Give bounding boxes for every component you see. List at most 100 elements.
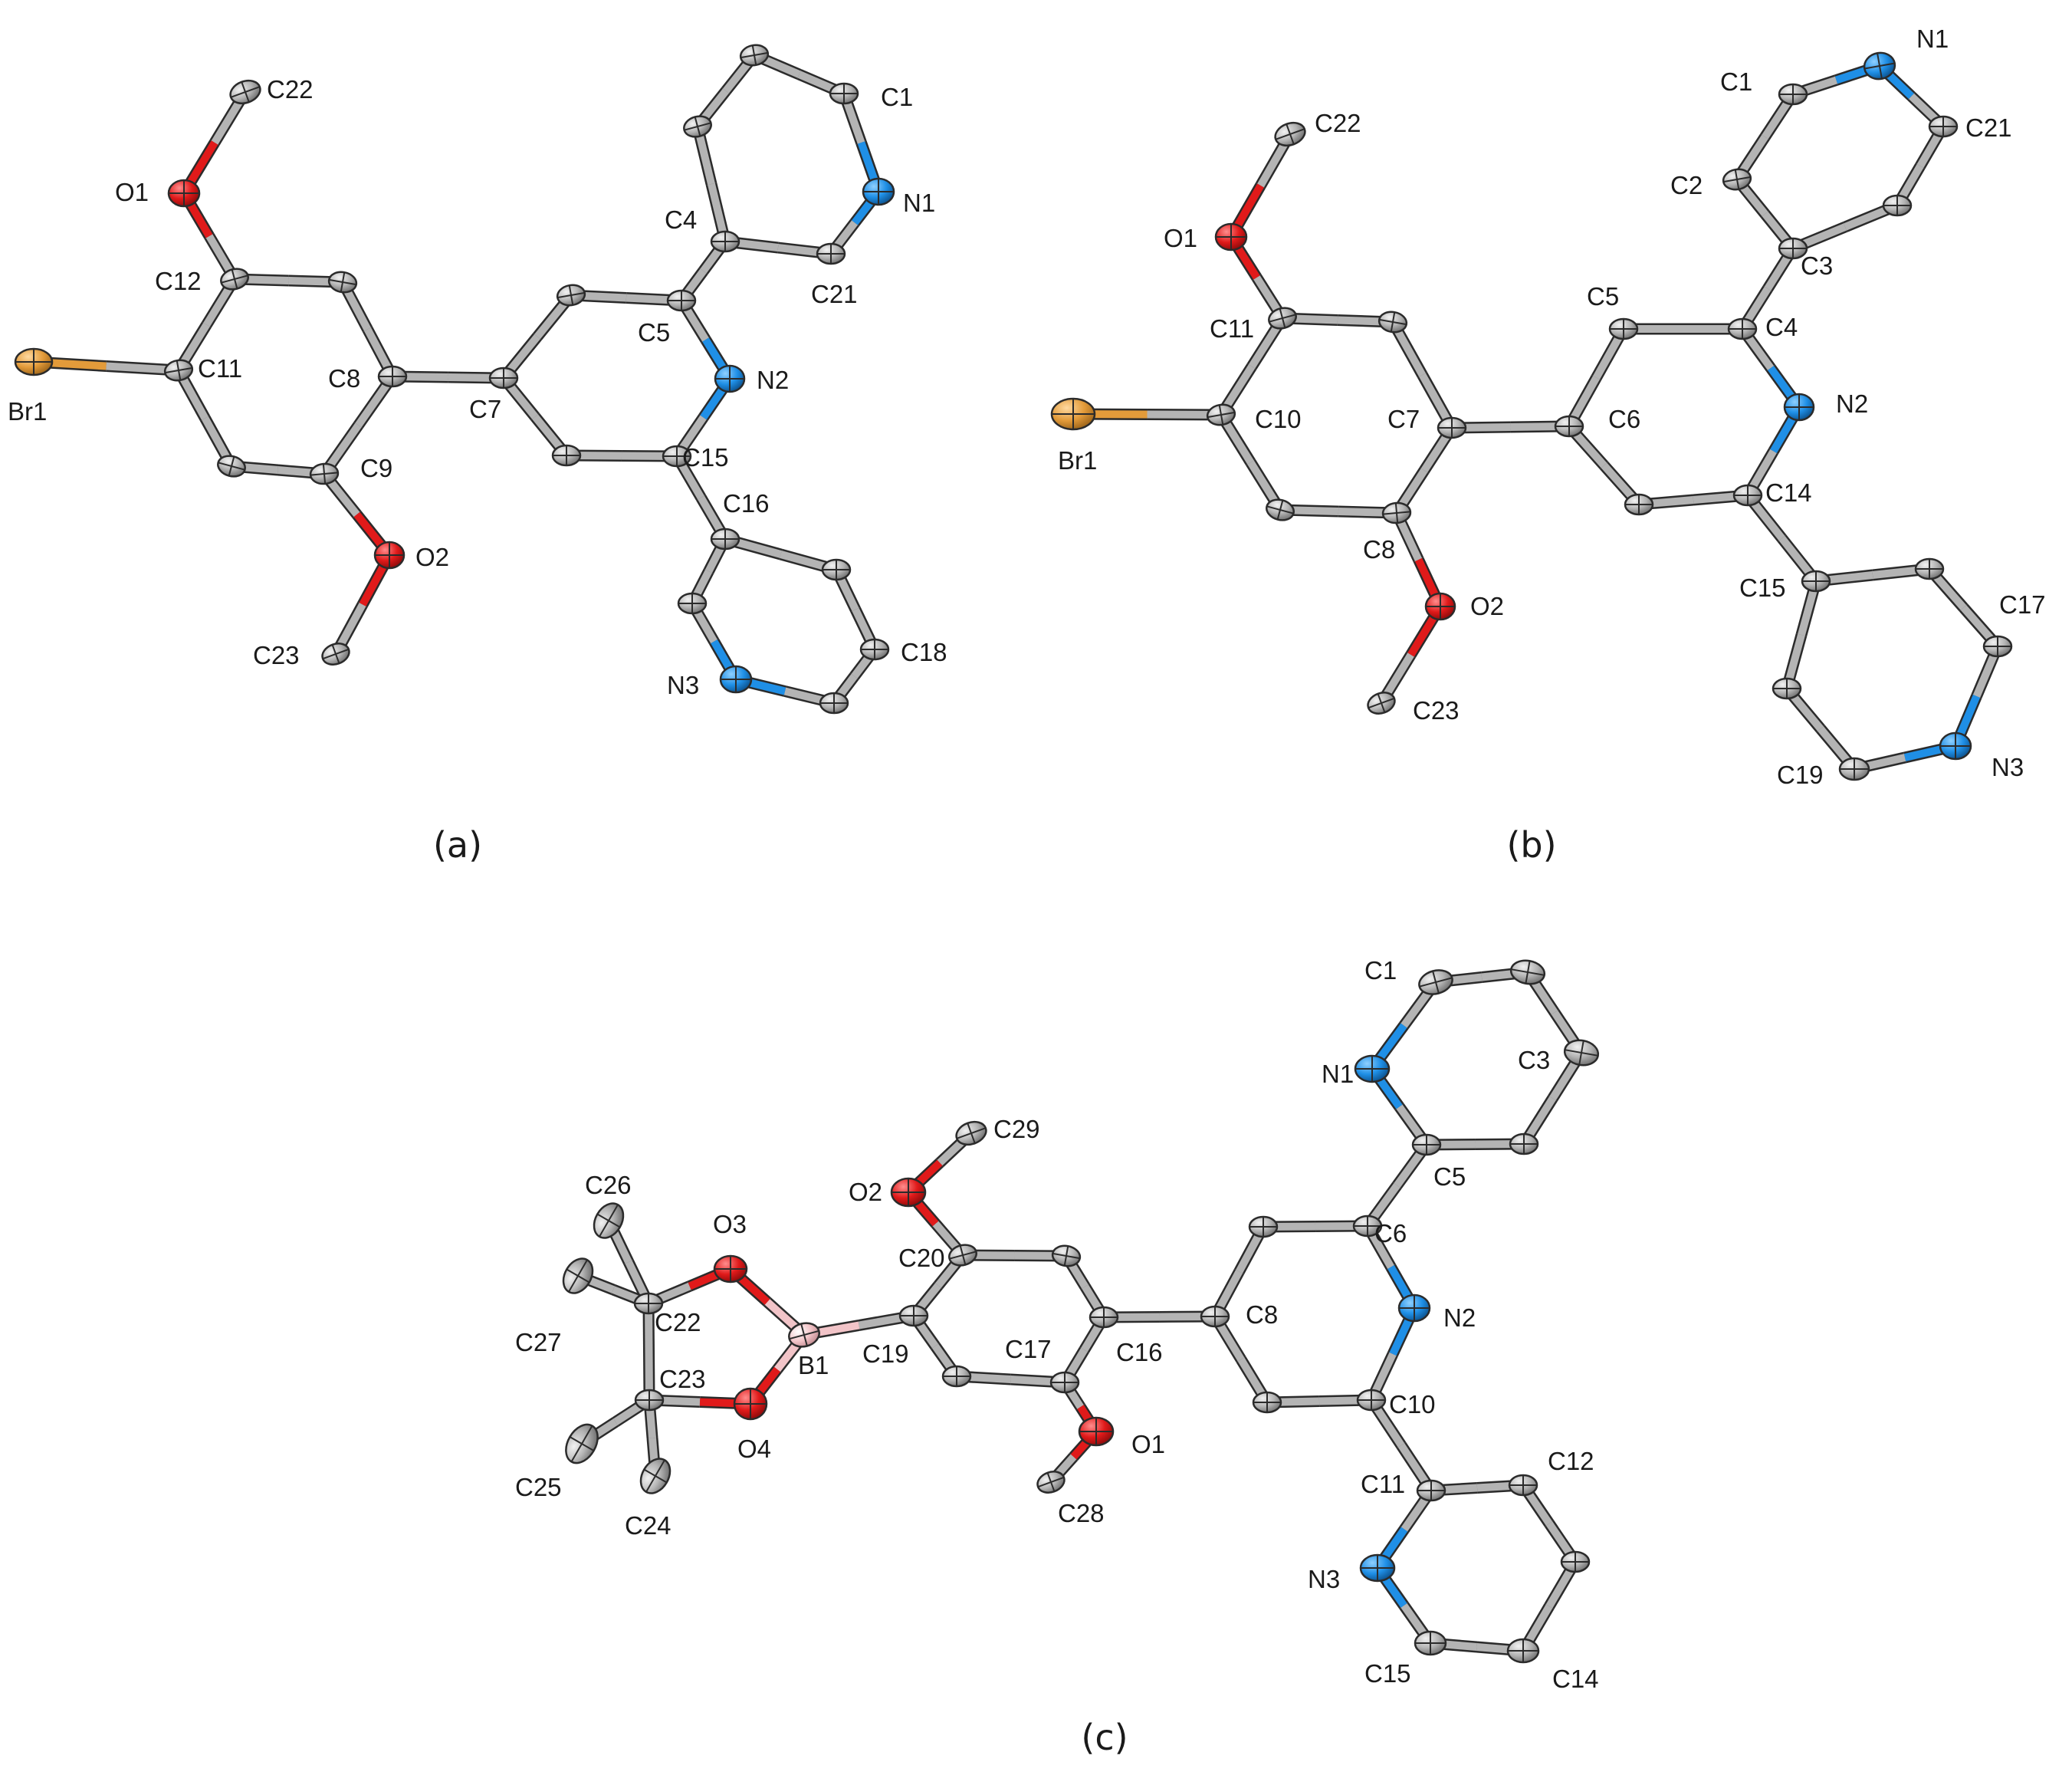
atom-label-n2: N2 <box>1443 1303 1476 1332</box>
atom-label-c28: C28 <box>1058 1499 1105 1527</box>
atom-label-o2: O2 <box>1470 592 1504 620</box>
atom-o2 <box>373 541 406 570</box>
atom-c16 <box>710 528 740 551</box>
atom-unlabeled <box>1378 311 1408 334</box>
atom-label-c4: C4 <box>665 205 697 234</box>
atom-c11 <box>1268 307 1297 330</box>
atom-label-br1: Br1 <box>8 397 47 426</box>
atom-label-c24: C24 <box>625 1511 672 1540</box>
atom-br1 <box>14 347 54 376</box>
atom-c8 <box>1200 1305 1230 1328</box>
atom-label-c5: C5 <box>638 318 670 347</box>
atom-label-c15: C15 <box>1364 1659 1411 1688</box>
atom-c17 <box>1049 1371 1080 1394</box>
atom-c4 <box>710 230 740 253</box>
atom-label-c11: C11 <box>198 354 242 383</box>
atom-o1 <box>167 179 201 208</box>
panel-a-bonds <box>33 50 885 709</box>
atom-unlabeled <box>819 692 849 715</box>
atom-c23 <box>321 643 350 666</box>
atom-label-c10: C10 <box>1255 405 1302 433</box>
atom-label-n2: N2 <box>757 366 789 394</box>
atom-c20 <box>948 1244 977 1267</box>
atom-o2 <box>890 1177 927 1208</box>
atom-c1 <box>1778 83 1808 106</box>
atom-n3 <box>719 665 753 694</box>
atom-c22 <box>1274 121 1306 147</box>
atom-n3 <box>1359 1553 1396 1583</box>
atom-label-c5: C5 <box>1587 282 1619 311</box>
atom-label-c16: C16 <box>1116 1338 1163 1366</box>
atom-label-o1: O1 <box>1131 1430 1165 1458</box>
atom-label-o3: O3 <box>713 1210 747 1238</box>
atom-unlabeled <box>1624 493 1654 516</box>
atom-label-c10: C10 <box>1389 1390 1436 1418</box>
atom-c8 <box>1381 501 1412 524</box>
panel-b-atoms <box>1050 51 2013 781</box>
atom-o1 <box>1214 222 1248 251</box>
atom-label-c1: C1 <box>1364 956 1397 984</box>
atom-c3 <box>1563 1039 1600 1067</box>
atom-label-c11: C11 <box>1361 1470 1405 1498</box>
atom-unlabeled <box>1051 1244 1082 1267</box>
atom-label-c11: C11 <box>1210 314 1254 343</box>
atom-label-n3: N3 <box>1992 753 2024 781</box>
atom-unlabeled <box>1882 194 1913 217</box>
atom-c16 <box>1089 1306 1119 1329</box>
atom-c22 <box>633 1292 664 1315</box>
atom-c7 <box>488 367 519 390</box>
atom-o3 <box>713 1254 748 1284</box>
atom-c28 <box>1036 1471 1066 1494</box>
atom-o4 <box>733 1387 768 1421</box>
atom-c5 <box>1608 317 1639 340</box>
atom-c12 <box>220 268 249 291</box>
atom-c4 <box>1727 317 1758 340</box>
atom-n1 <box>1863 51 1896 81</box>
atom-label-c6: C6 <box>1374 1219 1407 1247</box>
atom-c21 <box>816 242 846 265</box>
atom-c3 <box>1778 237 1808 260</box>
atom-label-c9: C9 <box>360 454 392 482</box>
atom-label-c15: C15 <box>1739 574 1786 602</box>
atom-c15 <box>1414 1630 1447 1656</box>
panel-a-atoms <box>14 44 895 715</box>
atom-label-c14: C14 <box>1552 1665 1599 1693</box>
atom-label-n2: N2 <box>1836 390 1868 418</box>
atom-c23 <box>1367 692 1396 715</box>
atom-unlabeled <box>1248 1215 1279 1238</box>
atom-c7 <box>1437 416 1467 439</box>
atom-label-c3: C3 <box>1518 1046 1550 1074</box>
atom-unlabeled <box>217 455 246 478</box>
atom-label-o1: O1 <box>1164 224 1197 252</box>
atom-o2 <box>1424 592 1456 621</box>
atom-n2 <box>1397 1293 1431 1323</box>
atom-c6 <box>1554 415 1584 438</box>
atom-unlabeled <box>327 271 358 294</box>
atom-n2 <box>1783 393 1815 422</box>
atom-label-c22: C22 <box>655 1308 701 1336</box>
atom-unlabeled <box>821 558 852 581</box>
atom-n1 <box>862 177 895 206</box>
atom-c22 <box>229 79 261 105</box>
atom-c9 <box>309 462 340 485</box>
panel-c-bonds <box>576 966 1587 1657</box>
atom-c1 <box>829 82 859 105</box>
atom-c24 <box>639 1458 672 1494</box>
atom-c26 <box>593 1202 625 1239</box>
atom-label-c22: C22 <box>1315 109 1361 137</box>
atom-label-n3: N3 <box>667 671 699 699</box>
atom-label-o1: O1 <box>115 178 149 206</box>
atom-c11 <box>1416 1479 1446 1502</box>
atom-label-c22: C22 <box>267 75 314 104</box>
atom-label-b1: B1 <box>798 1351 829 1379</box>
atom-label-n1: N1 <box>903 189 935 217</box>
panel-b-atom-labels: C22O1C11C10Br1C7C8O2C23C6C5C4C3C2C1N1C21… <box>1058 25 2046 789</box>
atom-label-c7: C7 <box>469 395 501 423</box>
atom-unlabeled <box>683 115 712 138</box>
atom-c14 <box>1732 484 1763 507</box>
atom-c27 <box>562 1257 594 1294</box>
panel-c-caption: (c) <box>1081 1717 1128 1758</box>
atom-label-c18: C18 <box>901 638 947 666</box>
